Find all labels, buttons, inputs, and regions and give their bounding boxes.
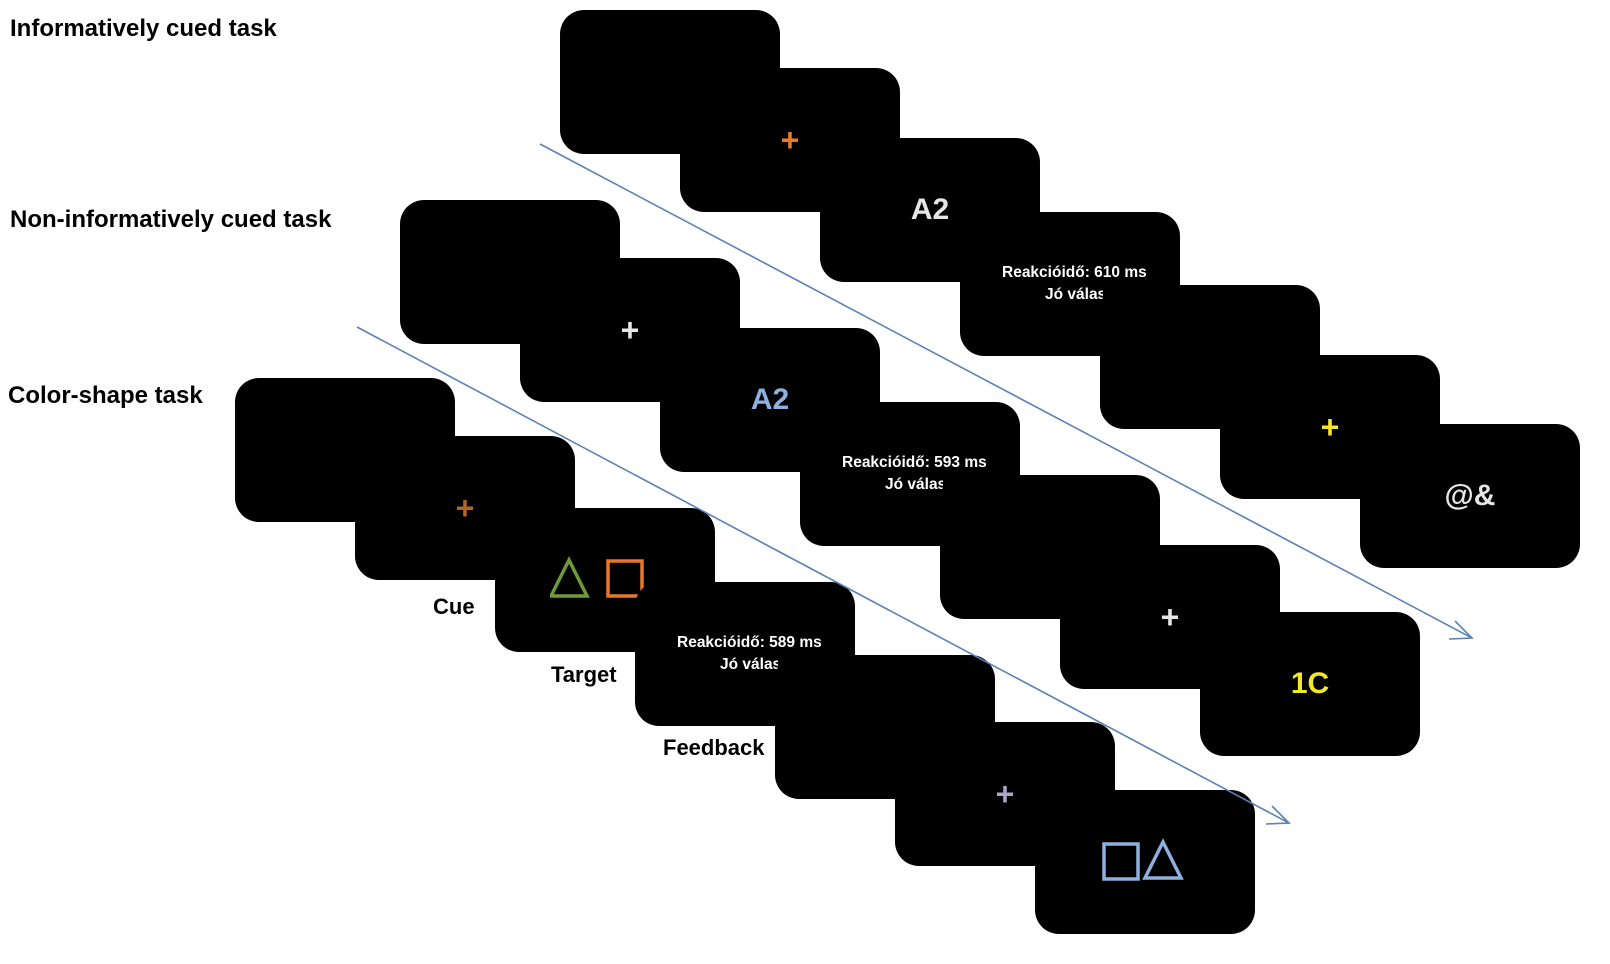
phase-label-feedback: Feedback bbox=[663, 735, 765, 760]
feedback-response: Jó válasz bbox=[720, 656, 778, 673]
fixation-cross: + bbox=[780, 122, 800, 158]
triangle-icon bbox=[1142, 838, 1184, 880]
feedback-reaction-time: Reakcióidő: 589 ms bbox=[677, 634, 822, 651]
shape-pair bbox=[550, 556, 644, 598]
shape-pair bbox=[1102, 838, 1184, 881]
stimulus-text: @& bbox=[1444, 479, 1496, 512]
screen-stimulus bbox=[1035, 790, 1255, 934]
time-arrow-non-informative bbox=[356, 326, 1291, 825]
fixation-cross: + bbox=[620, 312, 640, 348]
fixation-cross: + bbox=[995, 776, 1015, 812]
task-label-color-shape: Color-shape task bbox=[8, 382, 203, 409]
triangle-icon bbox=[550, 556, 590, 598]
task-label-informative: Informatively cued task bbox=[10, 15, 277, 42]
fixation-cross: + bbox=[1320, 409, 1340, 445]
phase-label-target: Target bbox=[551, 662, 617, 687]
phase-label-cue: Cue bbox=[433, 594, 475, 619]
screen-stimulus: 1C bbox=[1200, 612, 1420, 756]
stimulus-text: 1C bbox=[1290, 667, 1330, 700]
square-icon bbox=[606, 559, 644, 598]
feedback-response: Jó válasz bbox=[885, 476, 943, 493]
stimulus-text: A2 bbox=[910, 193, 950, 226]
task-label-non-informative: Non-informatively cued task bbox=[10, 206, 332, 233]
time-arrow-informative bbox=[539, 143, 1474, 640]
feedback-reaction-time: Reakcióidő: 593 ms bbox=[842, 454, 987, 471]
fixation-cross: + bbox=[1160, 599, 1180, 635]
square-icon bbox=[1102, 842, 1140, 881]
feedback-reaction-time: Reakcióidő: 610 ms bbox=[1002, 264, 1147, 281]
fixation-cross: + bbox=[455, 490, 475, 526]
feedback-response: Jó válasz bbox=[1045, 286, 1103, 303]
screen-stimulus: @& bbox=[1360, 424, 1580, 568]
stimulus-text: A2 bbox=[750, 383, 790, 416]
